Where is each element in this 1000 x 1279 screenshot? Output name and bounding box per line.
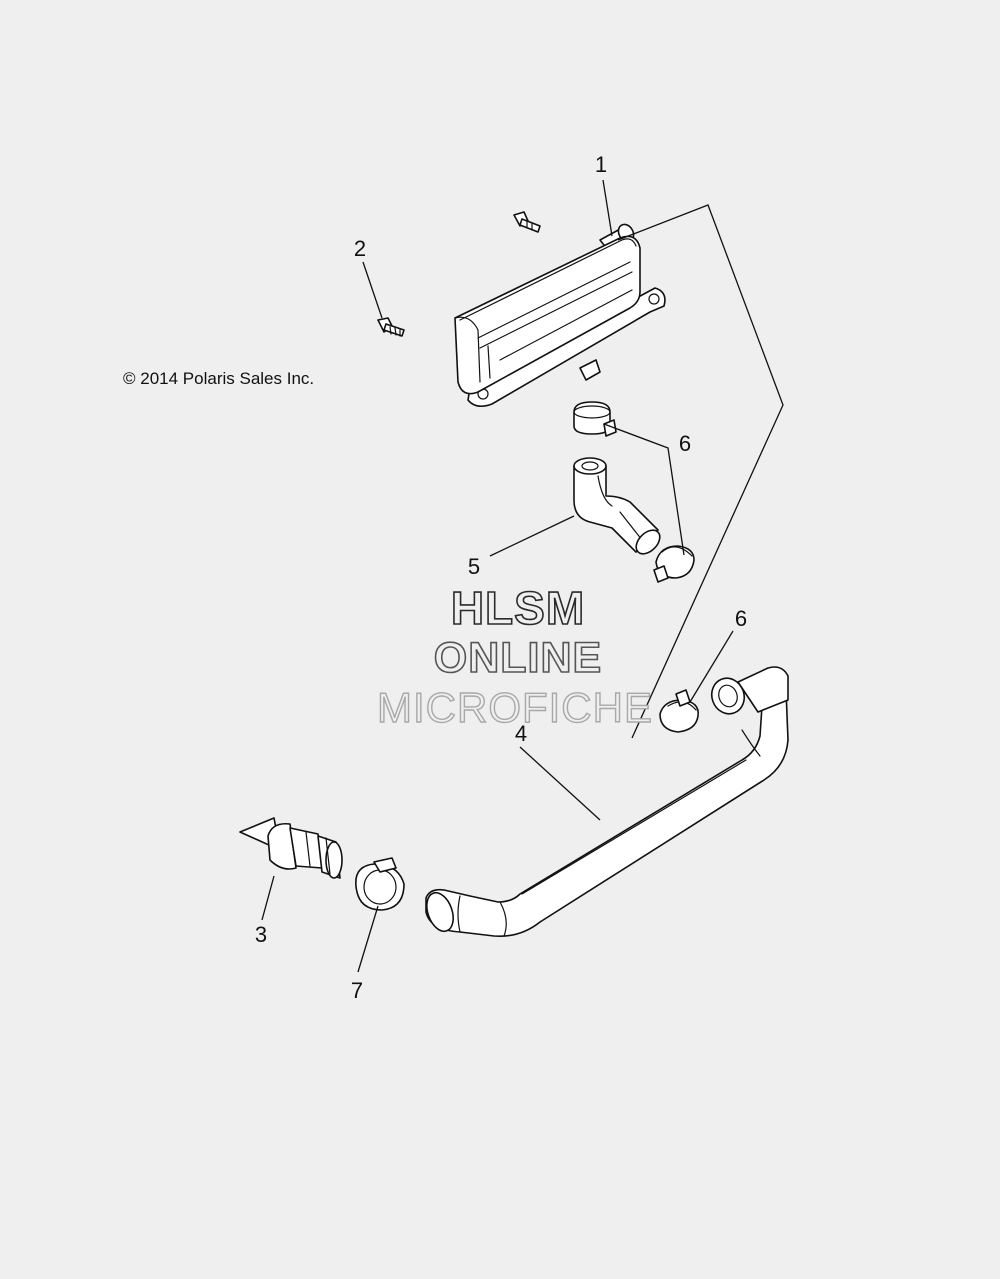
callout-numbers: 1 2 3 4 5 6 6 7 [255, 152, 747, 1003]
part-1-reservoir[interactable] [454, 222, 666, 408]
copyright-text: © 2014 Polaris Sales Inc. [123, 369, 314, 388]
callout-3[interactable]: 3 [255, 922, 267, 947]
part-6-clamp-mid[interactable] [653, 545, 695, 583]
part-3-fitting[interactable] [239, 817, 343, 879]
part-2-screw-left[interactable] [377, 317, 405, 337]
part-7-clamp[interactable] [355, 857, 405, 911]
watermark-line-2: ONLINE [434, 634, 602, 682]
callout-6-upper[interactable]: 6 [679, 431, 691, 456]
callout-5[interactable]: 5 [468, 554, 480, 579]
watermark: HLSM ONLINE MICROFICHE [376, 581, 653, 732]
callout-2[interactable]: 2 [354, 236, 366, 261]
part-2-screw-right[interactable] [513, 211, 541, 233]
part-6-clamp-upper[interactable] [573, 401, 617, 437]
watermark-line-1: HLSM [451, 582, 585, 634]
callout-1[interactable]: 1 [595, 152, 607, 177]
part-4-long-hose[interactable] [422, 666, 789, 938]
leader-lines [261, 179, 784, 973]
part-5-elbow-hose[interactable] [573, 457, 664, 558]
callout-6-lower[interactable]: 6 [735, 606, 747, 631]
callout-4[interactable]: 4 [515, 721, 527, 746]
part-6-clamp-hose[interactable] [659, 689, 699, 733]
watermark-line-3: MICROFICHE [377, 684, 653, 731]
callout-7[interactable]: 7 [351, 978, 363, 1003]
